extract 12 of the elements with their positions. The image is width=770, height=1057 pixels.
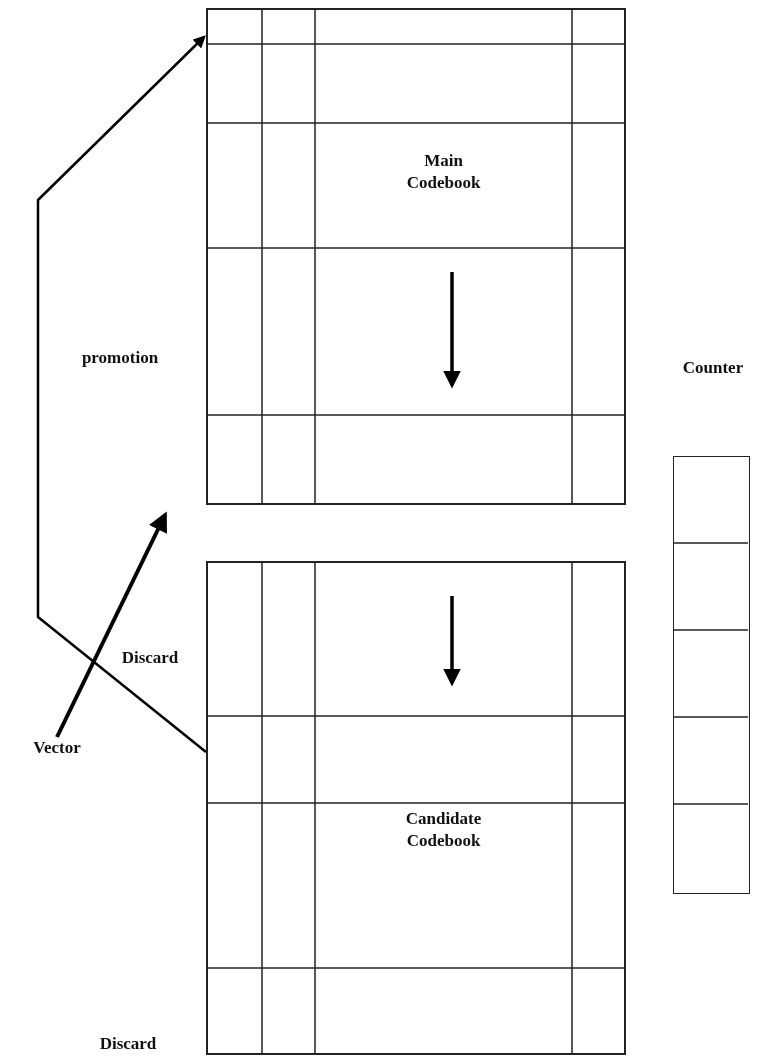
process-label: promotion [80, 347, 160, 369]
vector-label: Vector [32, 737, 82, 759]
counter-column [673, 456, 750, 894]
codebook-table [206, 561, 626, 1055]
codebook-table [206, 8, 626, 505]
discard-label: Discard [120, 647, 180, 669]
table-title: Candidate Codebook [404, 808, 483, 852]
table-title: Main Codebook [405, 150, 482, 194]
discard-label: Discard [98, 1033, 158, 1055]
arrow [55, 511, 167, 738]
column-heading: Counter [681, 357, 745, 379]
arrow [36, 35, 207, 753]
